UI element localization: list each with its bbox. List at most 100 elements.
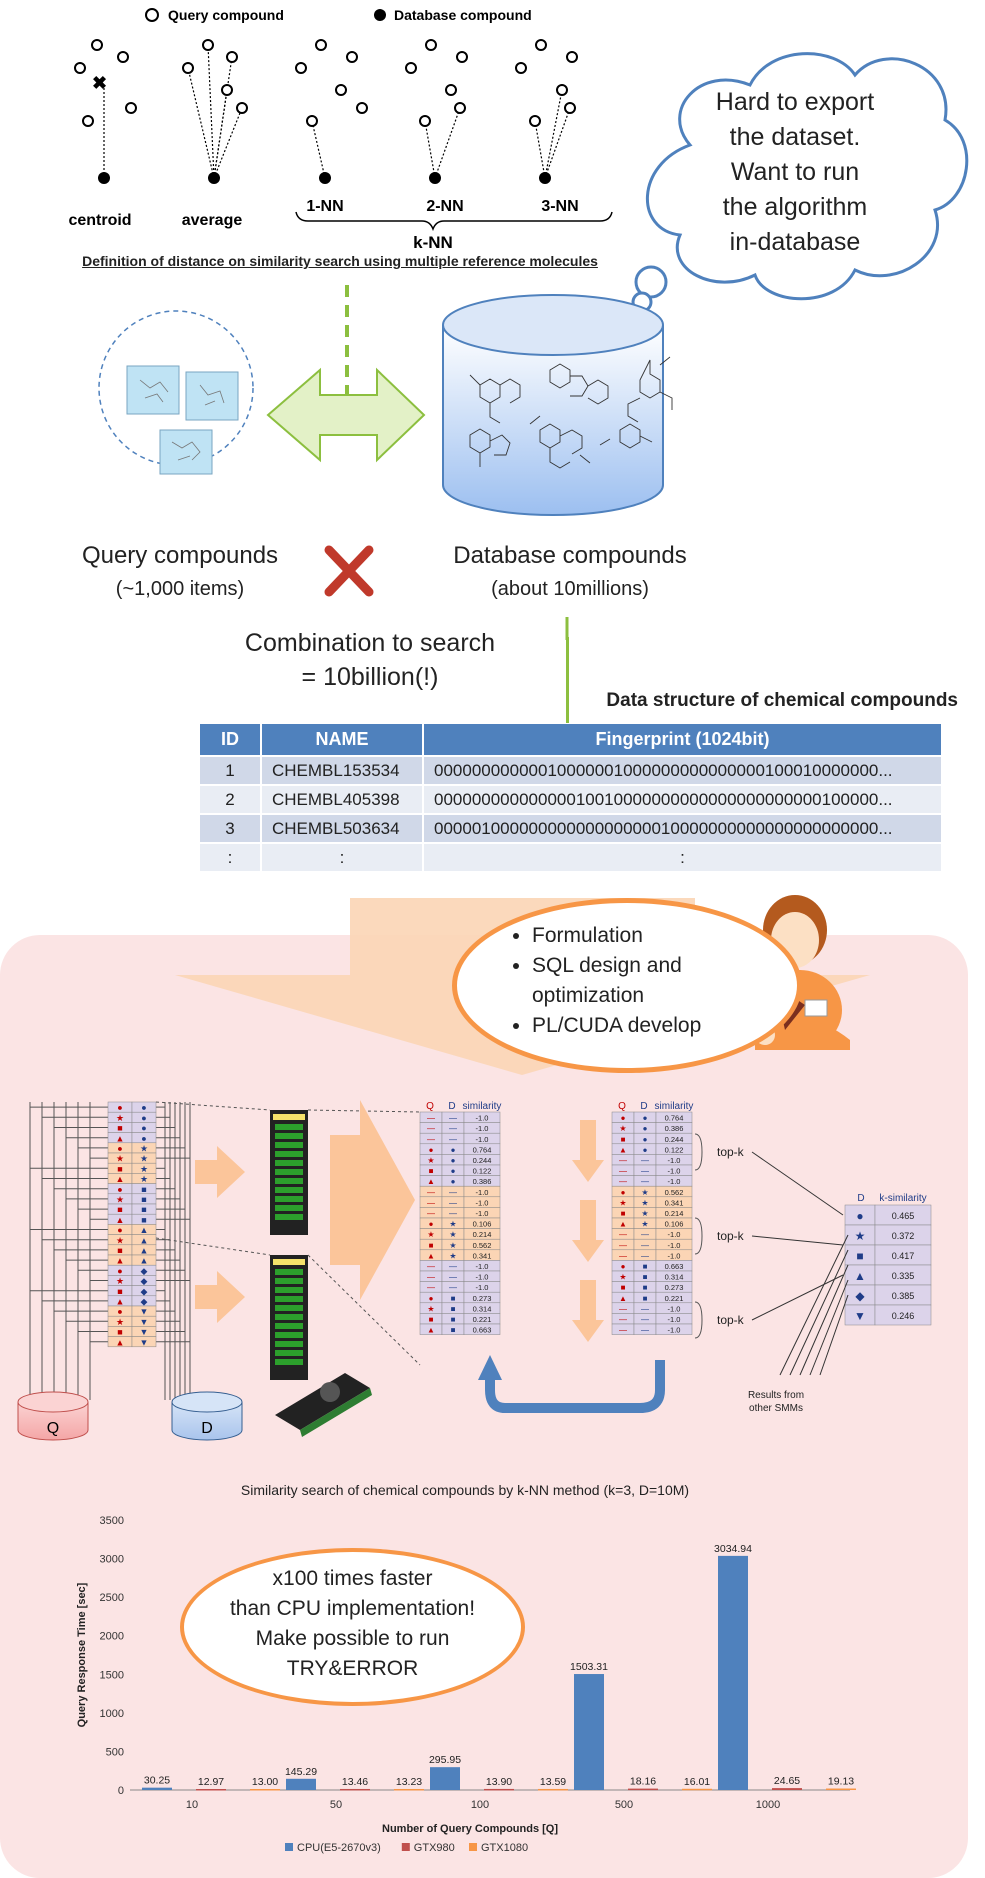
gpu-bar: [273, 1114, 305, 1120]
left-table-d-icon: —: [449, 1262, 457, 1271]
flow-arrow: [195, 1271, 245, 1323]
right-table-similarity-value: 0.214: [665, 1209, 684, 1218]
right-table-d-icon: ★: [641, 1198, 648, 1207]
right-table-q-icon: —: [619, 1167, 627, 1176]
y-tick-label: 0: [118, 1785, 124, 1797]
chart-title: Similarity search of chemical compounds …: [240, 1482, 690, 1498]
d-shape-icon: ★: [140, 1174, 148, 1184]
left-table-similarity-value: 0.122: [473, 1167, 492, 1176]
query-compounds-count: (~1,000 items): [115, 578, 245, 600]
data-label: 145.29: [285, 1766, 317, 1778]
data-label: 18.16: [630, 1776, 656, 1788]
gpu-core-row: [275, 1214, 303, 1220]
left-table-similarity-value: 0.764: [473, 1145, 492, 1154]
data-label: 19.13: [828, 1776, 854, 1788]
x-tick-label: 1000: [756, 1799, 780, 1811]
data-label: 13.00: [252, 1776, 278, 1788]
left-table-similarity-value: 0.663: [473, 1326, 492, 1335]
topk-label: top-k: [717, 1229, 745, 1243]
cell-fingerprint: 0000000000001000000100000000000000010001…: [424, 757, 941, 784]
topk-label: top-k: [717, 1313, 745, 1327]
right-table-q-icon: ■: [621, 1209, 626, 1218]
right-table-q-icon: ★: [619, 1273, 626, 1282]
left-table-d-icon: ■: [451, 1315, 456, 1324]
left-table-d-icon: —: [449, 1114, 457, 1123]
left-table-q-icon: ■: [429, 1167, 434, 1176]
gpu-core-row: [275, 1196, 303, 1202]
q-database-icon: Q: [17, 1391, 89, 1441]
legend-query-text: Query compound: [168, 7, 284, 23]
graphics-card-icon: [275, 1373, 370, 1430]
flow-arrow: [195, 1146, 245, 1198]
gpu-core-row: [275, 1187, 303, 1193]
left-table-d-icon: —: [449, 1273, 457, 1282]
right-table-similarity-value: 0.273: [665, 1283, 684, 1292]
left-table-similarity-value: 0.244: [473, 1156, 492, 1165]
bar: [826, 1788, 856, 1791]
sort-arrow: [572, 1120, 604, 1182]
gpu-core-row: [275, 1178, 303, 1184]
bar: [718, 1555, 748, 1790]
right-table-d-icon: —: [641, 1241, 649, 1250]
right-table-q-icon: ●: [621, 1114, 626, 1123]
topk-brace: [694, 1301, 703, 1339]
right-table-d-icon: ●: [643, 1114, 648, 1123]
left-table-q-icon: —: [427, 1262, 435, 1271]
gpu-core-row: [275, 1133, 303, 1139]
right-table-q-icon: —: [619, 1177, 627, 1186]
topk-arrow-line: [751, 1151, 844, 1216]
other-smm-line: [799, 1264, 849, 1376]
cloud-line-4: the algorithm: [722, 193, 868, 221]
gpu-core-row: [275, 1323, 303, 1329]
bar: [394, 1788, 424, 1791]
legend-label: CPU(E5-2670v3): [297, 1842, 381, 1854]
q-shape-icon: ■: [117, 1205, 122, 1215]
bar: [142, 1787, 172, 1790]
left-table-q-icon: ■: [429, 1241, 434, 1250]
db-table-connector: [566, 637, 569, 723]
database-compounds-label: Database compounds: [453, 542, 687, 569]
y-tick-label: 500: [106, 1746, 124, 1758]
result-shape-icon: ▲: [854, 1269, 866, 1283]
tasks-bubble: Formulation SQL design and optimization …: [452, 898, 802, 1073]
result-shape-icon: ◆: [855, 1289, 865, 1303]
right-table-q-icon: ■: [621, 1283, 626, 1292]
card-board: [300, 1388, 372, 1437]
data-label: 13.59: [540, 1776, 566, 1788]
d-shape-icon: ★: [140, 1144, 148, 1154]
right-table-q-icon: ▲: [619, 1145, 627, 1154]
result-shape-icon: ★: [855, 1229, 866, 1243]
left-table-d-icon: —: [449, 1188, 457, 1197]
cloud-line-3: Want to run: [730, 158, 860, 186]
left-table-cell: [463, 1323, 501, 1335]
right-table-similarity-value: 0.562: [665, 1188, 684, 1197]
left-table-similarity-value: -1.0: [476, 1135, 489, 1144]
left-table-similarity-value: -1.0: [476, 1114, 489, 1123]
combination-line-1: Combination to search: [244, 629, 496, 657]
header-id: ID: [200, 724, 260, 755]
right-table-similarity-value: -1.0: [668, 1251, 681, 1260]
gpu-core-row: [275, 1314, 303, 1320]
data-label: 295.95: [429, 1754, 461, 1766]
cell-fingerprint: 0000000000000001001000000000000000000000…: [424, 786, 941, 813]
data-label: 1503.31: [570, 1661, 608, 1673]
cloud-message: Hard to export the dataset. Want to run …: [690, 85, 900, 260]
d-shape-icon: ◆: [141, 1297, 148, 1307]
left-table-similarity-value: 0.221: [473, 1315, 492, 1324]
gpu-processing-diagram: ●●★●■●▲●●★★★■★▲★●■★■■■▲■●▲★▲■▲▲▲●◆★◆■◆▲◆…: [17, 1100, 932, 1441]
left-table-similarity-value: -1.0: [476, 1188, 489, 1197]
right-table-d-icon: ■: [643, 1273, 648, 1282]
right-table-similarity-header: similarity: [655, 1101, 694, 1112]
q-db-label: Q: [47, 1420, 59, 1437]
task-item: PL/CUDA develop: [532, 1011, 797, 1041]
q-shape-icon: ★: [116, 1276, 124, 1286]
q-shape-icon: ▲: [116, 1215, 125, 1225]
legend-swatch: [285, 1843, 293, 1851]
q-shape-icon: ▲: [116, 1337, 125, 1347]
left-table-q-icon: ●: [429, 1145, 434, 1154]
result-value: 0.385: [892, 1291, 915, 1301]
gpu-core-row: [275, 1205, 303, 1211]
data-label: 3034.94: [714, 1543, 752, 1555]
right-table-similarity-value: 0.386: [665, 1124, 684, 1133]
result-d-header: D: [857, 1193, 864, 1204]
